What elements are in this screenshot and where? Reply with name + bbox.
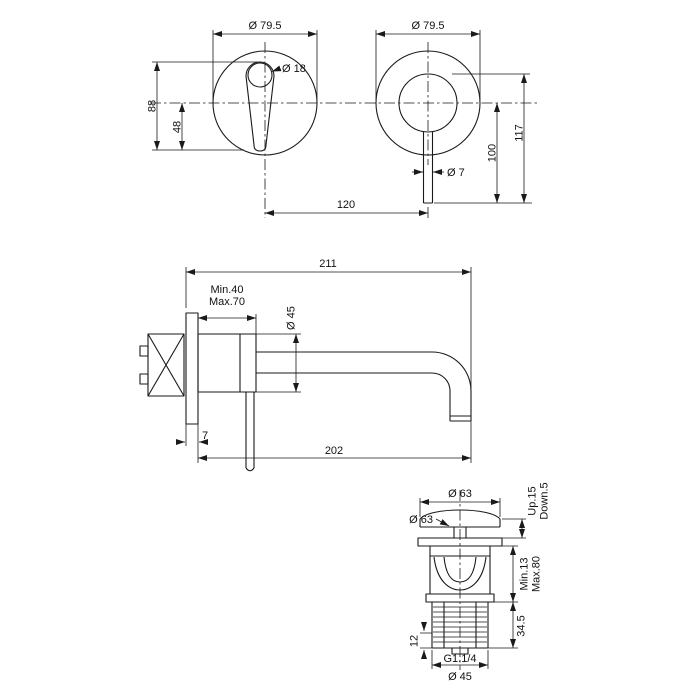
side-extension-lines [185,267,472,463]
dim-outlet-dia: Ø 7 [447,167,465,179]
waste-flange [417,537,503,547]
dim-travel-up: Up.15 [527,486,539,515]
handle-lever-outline [245,61,275,152]
dim-left-escutcheon-dia: Ø 79.5 [248,20,281,32]
dim-202: 202 [325,445,343,457]
dim-flange-dia: Ø 63 [409,514,433,526]
waste-cap-stem [453,527,467,538]
dim-adjust-max: Max.80 [531,556,543,592]
wall-plate [185,312,199,425]
rough-in-cross [147,333,185,397]
waste-thread-lines [433,606,487,643]
leader-flange-dia [435,518,450,527]
spout-outlet-stem [422,131,434,204]
handle-rod-side [245,392,255,472]
dim-100: 100 [487,144,499,162]
side-view: 211 Min.40 Max.70 Ø 45 7 202 [139,258,472,472]
handle-hub-circle [247,62,273,88]
dim-nut-height: 12 [409,635,421,647]
front-extension-lines [152,30,532,218]
rough-in-tab-top [139,345,149,357]
dim-cap-dia: Ø 63 [448,488,472,500]
dim-thread: G1.1/4 [443,653,476,665]
handle-escutcheon-outline [212,50,318,156]
dim-travel-down: Down.5 [539,482,551,519]
dim-plate-thickness: 7 [202,430,208,442]
front-view: Ø 79.5 Ø 79.5 Ø 18 88 48 100 117 Ø 7 120 [147,20,540,218]
spout-escutcheon-outline [375,50,481,156]
dim-right-escutcheon-dia: Ø 79.5 [411,20,444,32]
dim-120: 120 [337,199,355,211]
dim-handle-hub-dia: Ø 18 [282,63,306,75]
dim-wall-depth-max: Max.70 [209,296,245,308]
spout-trim-circle [398,73,458,133]
waste-bottom-nub [451,647,469,655]
mixer-body-cylinder [197,333,257,393]
waste-collar [425,593,495,603]
waste-cap-dome [419,509,501,528]
dim-adjust-min: Min.13 [519,557,531,590]
leader-handle-hub [271,65,282,72]
waste-view: Ø 63 Ø 63 Up.15 Down.5 Min.13 Max.80 34.… [409,482,551,683]
dim-211: 211 [319,258,337,270]
dim-tail-dia: Ø 45 [448,671,472,683]
dim-wall-depth-min: Min.40 [210,284,243,296]
front-centerlines [150,42,540,218]
rough-in-tab-bottom [139,373,149,385]
dim-117: 117 [514,124,526,142]
dim-88: 88 [147,100,159,112]
dim-tail-length: 34.5 [516,615,528,636]
dim-48: 48 [172,121,184,133]
waste-extension-lines [419,498,526,669]
spout-tube [256,351,472,422]
rough-in-body [147,333,185,397]
dim-trim-dia: Ø 45 [286,306,298,330]
